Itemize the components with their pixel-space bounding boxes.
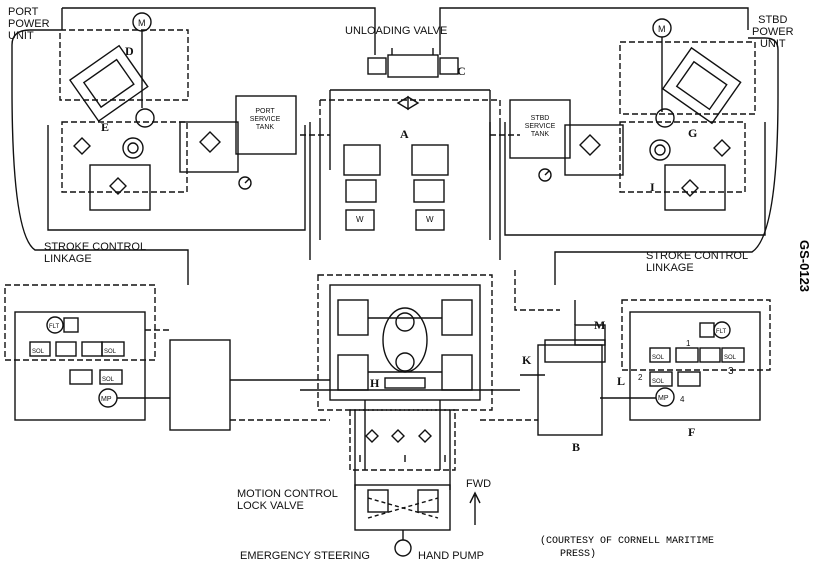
fwd-arrow <box>469 491 481 525</box>
stbd-power-unit-box <box>619 41 756 115</box>
num-3: 3 <box>728 366 734 377</box>
mp-label-right: MP <box>658 395 669 402</box>
stbd-service-tank <box>509 99 571 159</box>
ref-letter-m: M <box>594 318 606 332</box>
stbd-service-tank-label: STBD SERVICE TANK <box>524 115 556 138</box>
sol-label-3: SOL <box>102 377 115 383</box>
port-power-unit-box <box>59 29 189 101</box>
hand-pump <box>394 539 412 557</box>
stbd-pump-body <box>661 46 742 125</box>
fwd-label: FWD <box>466 478 492 490</box>
stbd-power-unit-label: STBD POWER UNIT <box>752 14 794 50</box>
num-1: 1 <box>686 339 691 348</box>
ref-letter-i: I <box>650 180 655 194</box>
rudder-ram-box <box>329 284 481 401</box>
sol-label-2: SOL <box>104 349 117 355</box>
ref-letter-e: E <box>101 120 110 134</box>
port-service-tank <box>235 95 297 155</box>
courtesy-note: (COURTESY OF CORNELL MARITIME PRESS) <box>540 536 715 560</box>
ref-letter-b: B <box>572 440 581 454</box>
num-4: 4 <box>680 395 685 404</box>
hand-pump-label: HAND PUMP <box>418 550 485 562</box>
stbd-stroke-control-unit <box>629 311 761 421</box>
sol-label-6: SOL <box>652 379 665 385</box>
flt-label-left: FLT <box>49 324 60 330</box>
stbd-motor-label: M <box>658 24 666 34</box>
linkage-housing-b <box>537 344 603 436</box>
port-power-unit-label: PORT POWER UNIT <box>8 6 50 42</box>
stroke-control-linkage-right-label: STROKE CONTROL LINKAGE <box>646 250 749 274</box>
ref-letter-c: C <box>457 64 466 78</box>
port-pump-body <box>68 44 149 123</box>
flt-label-right: FLT <box>716 329 727 335</box>
port-stroke-control-unit <box>14 311 146 421</box>
ref-letter-f: F <box>688 425 696 439</box>
drawing-id: GS-0123 <box>797 240 812 293</box>
ref-letter-h: H <box>370 376 380 390</box>
stroke-control-linkage-left-label: STROKE CONTROL LINKAGE <box>44 241 147 265</box>
emergency-steering-label: EMERGENCY STEERING <box>240 550 370 562</box>
ref-letter-d: D <box>125 44 134 58</box>
motion-control-lock-valve-label: MOTION CONTROL LOCK VALVE <box>237 488 338 512</box>
port-motor-label: M <box>138 18 146 28</box>
ref-letter-k: K <box>522 353 532 367</box>
outer-return-line <box>11 29 189 285</box>
num-2: 2 <box>638 373 643 382</box>
ref-letter-a: A <box>400 127 409 141</box>
main-pressure-line <box>61 7 749 42</box>
sol-label-1: SOL <box>32 349 45 355</box>
unloading-valve <box>387 54 439 78</box>
w-label-left: W <box>356 215 364 224</box>
mp-label-left: MP <box>101 396 112 403</box>
ref-letter-l: L <box>617 374 626 388</box>
ref-letter-g: G <box>688 126 698 140</box>
unloading-valve-label: UNLOADING VALVE <box>345 25 448 37</box>
w-label-right: W <box>426 215 434 224</box>
port-service-tank-label: PORT SERVICE TANK <box>249 108 281 131</box>
sol-label-5: SOL <box>724 355 737 361</box>
sol-label-4: SOL <box>652 355 665 361</box>
